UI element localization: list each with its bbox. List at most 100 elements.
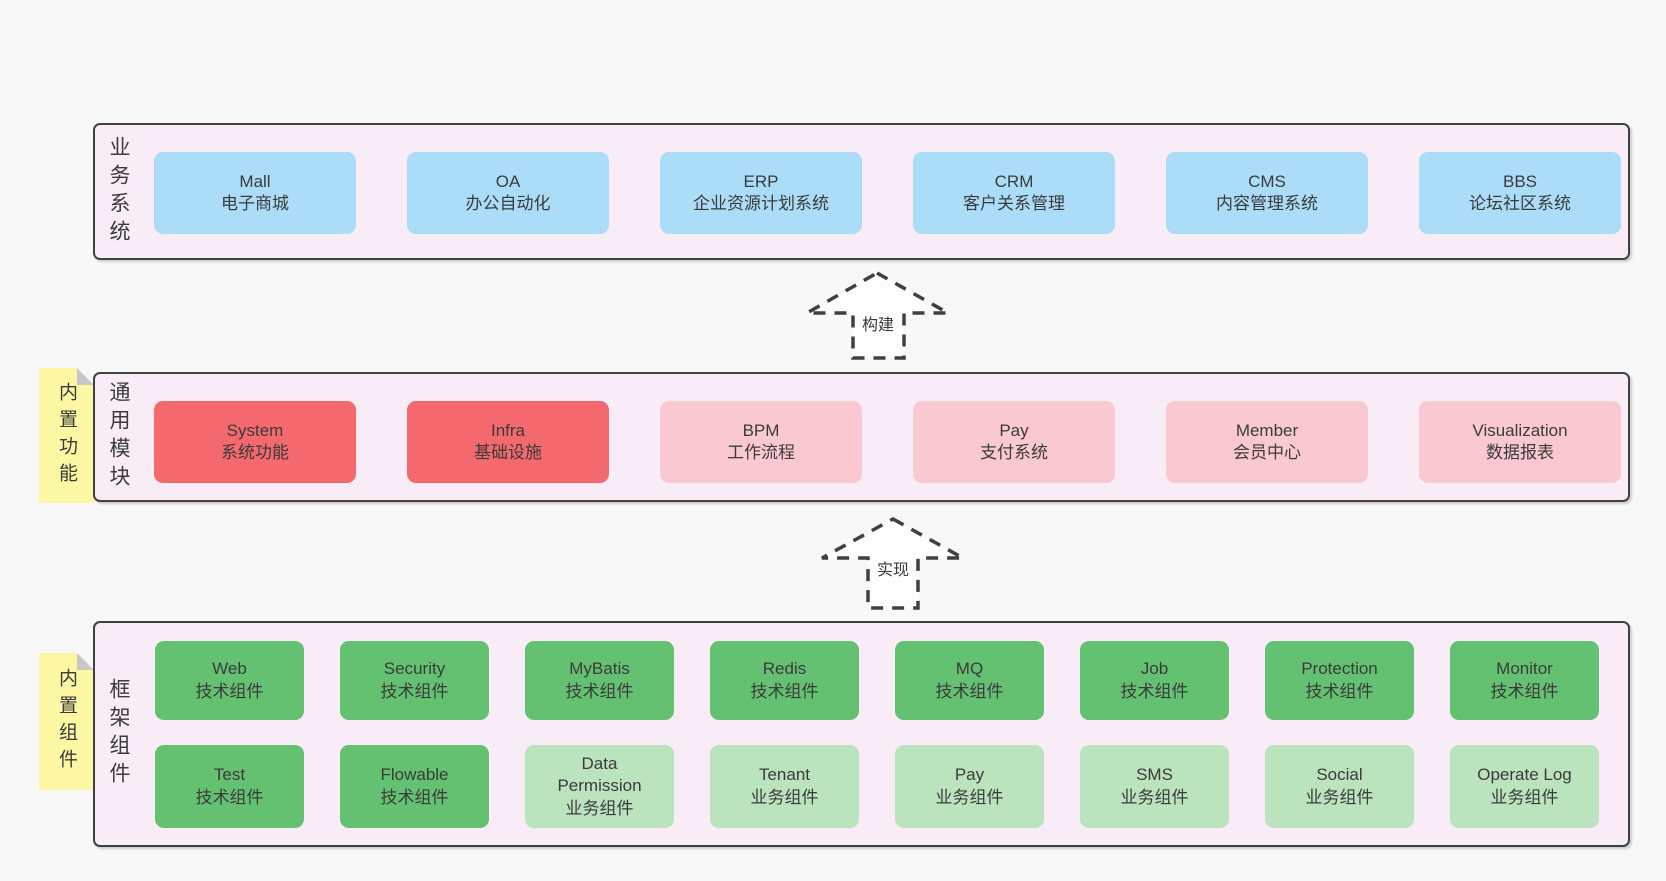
box-title: Job xyxy=(1140,659,1169,679)
box-subtitle: 业务组件 xyxy=(565,798,634,818)
box-subtitle: 支付系统 xyxy=(980,443,1048,462)
box-subtitle: 技术组件 xyxy=(380,787,449,807)
box-subtitle: 电子商城 xyxy=(221,194,289,213)
box-title: BPM xyxy=(742,420,780,440)
section-label: 通用模块 xyxy=(107,381,130,493)
common-modules-row: System 系统功能 Infra 基础设施 BPM 工作流程 Pay 支付系统… xyxy=(154,401,1621,483)
box-title: SMS xyxy=(1136,765,1173,785)
box-job: Job 技术组件 xyxy=(1080,641,1229,720)
box-cms: CMS 内容管理系统 xyxy=(1166,152,1368,234)
box-mybatis: MyBatis 技术组件 xyxy=(525,641,674,720)
box-subtitle: 企业资源计划系统 xyxy=(693,194,829,213)
box-title: CMS xyxy=(1248,171,1286,191)
box-subtitle: 技术组件 xyxy=(380,681,449,701)
box-social: Social 业务组件 xyxy=(1265,745,1414,828)
framework-components-row-1: Web 技术组件 Security 技术组件 MyBatis 技术组件 Redi… xyxy=(155,641,1599,720)
box-pay-component: Pay 业务组件 xyxy=(895,745,1044,828)
box-title: Infra xyxy=(490,420,526,440)
box-title: OA xyxy=(495,171,521,191)
box-bbs: BBS 论坛社区系统 xyxy=(1419,152,1621,234)
box-title: Social xyxy=(1316,765,1363,785)
box-title: Member xyxy=(1235,420,1299,440)
box-operate-log: Operate Log 业务组件 xyxy=(1450,745,1599,828)
box-subtitle: 业务组件 xyxy=(1490,787,1559,807)
box-member: Member 会员中心 xyxy=(1166,401,1368,483)
box-monitor: Monitor 技术组件 xyxy=(1450,641,1599,720)
box-test: Test 技术组件 xyxy=(155,745,304,828)
box-subtitle: 业务组件 xyxy=(935,787,1004,807)
box-subtitle: 会员中心 xyxy=(1233,443,1301,462)
box-subtitle: 工作流程 xyxy=(727,443,795,462)
sticky-note-label: 内置功能 xyxy=(56,381,77,490)
box-title: ERP xyxy=(743,171,779,191)
box-subtitle: 业务组件 xyxy=(1120,787,1189,807)
box-tenant: Tenant 业务组件 xyxy=(710,745,859,828)
box-crm: CRM 客户关系管理 xyxy=(913,152,1115,234)
box-system: System 系统功能 xyxy=(154,401,356,483)
box-subtitle: 技术组件 xyxy=(1490,681,1559,701)
box-mq: MQ 技术组件 xyxy=(895,641,1044,720)
business-systems-row: Mall 电子商城 OA 办公自动化 ERP 企业资源计划系统 CRM 客户关系… xyxy=(154,152,1621,234)
sticky-note-builtin-components: 内置组件 xyxy=(39,653,94,790)
box-title: System xyxy=(226,420,284,440)
box-subtitle: 业务组件 xyxy=(750,787,819,807)
sticky-note-builtin-features: 内置功能 xyxy=(39,368,94,503)
box-subtitle: 业务组件 xyxy=(1305,787,1374,807)
box-subtitle: 技术组件 xyxy=(565,681,634,701)
section-label: 业务系统 xyxy=(107,135,130,248)
section-framework-components: 框架组件 Web 技术组件 Security 技术组件 MyBatis 技术组件… xyxy=(93,621,1630,847)
box-title: Security xyxy=(383,659,446,679)
box-subtitle: 技术组件 xyxy=(1305,681,1374,701)
box-visualization: Visualization 数据报表 xyxy=(1419,401,1621,483)
box-title: Pay xyxy=(999,420,1029,440)
section-label: 框架组件 xyxy=(107,678,130,790)
box-pay: Pay 支付系统 xyxy=(913,401,1115,483)
box-title: CRM xyxy=(994,171,1034,191)
box-title: Web xyxy=(212,659,247,679)
box-subtitle: 数据报表 xyxy=(1486,443,1554,462)
box-title: Data Permission xyxy=(557,754,642,796)
box-bpm: BPM 工作流程 xyxy=(660,401,862,483)
box-redis: Redis 技术组件 xyxy=(710,641,859,720)
section-business-systems: 业务系统 Mall 电子商城 OA 办公自动化 ERP 企业资源计划系统 CRM… xyxy=(93,123,1630,260)
box-subtitle: 技术组件 xyxy=(195,681,264,701)
box-title: Redis xyxy=(762,659,807,679)
box-title: Mall xyxy=(239,171,271,191)
box-title: Operate Log xyxy=(1477,765,1572,785)
box-subtitle: 技术组件 xyxy=(935,681,1004,701)
box-title: Test xyxy=(213,765,246,785)
box-erp: ERP 企业资源计划系统 xyxy=(660,152,862,234)
arrow-label: 实现 xyxy=(872,555,914,581)
box-security: Security 技术组件 xyxy=(340,641,489,720)
box-infra: Infra 基础设施 xyxy=(407,401,609,483)
box-subtitle: 办公自动化 xyxy=(465,194,551,213)
arrow-label: 构建 xyxy=(857,310,899,336)
sticky-note-label: 内置组件 xyxy=(56,667,77,776)
box-subtitle: 客户关系管理 xyxy=(963,194,1065,213)
arrow-implement: 实现 xyxy=(815,512,970,615)
box-subtitle: 技术组件 xyxy=(1120,681,1189,701)
box-subtitle: 技术组件 xyxy=(195,787,264,807)
box-flowable: Flowable 技术组件 xyxy=(340,745,489,828)
box-subtitle: 内容管理系统 xyxy=(1216,194,1318,213)
framework-components-row-2: Test 技术组件 Flowable 技术组件 Data Permission … xyxy=(155,745,1599,828)
arrow-build: 构建 xyxy=(800,266,955,366)
box-title: BBS xyxy=(1502,171,1538,191)
box-subtitle: 系统功能 xyxy=(221,443,289,462)
box-title: Tenant xyxy=(758,765,811,785)
fold-corner-icon xyxy=(77,368,94,385)
box-data-permission: Data Permission 业务组件 xyxy=(525,745,674,828)
fold-corner-icon xyxy=(77,653,94,670)
box-sms: SMS 业务组件 xyxy=(1080,745,1229,828)
box-subtitle: 技术组件 xyxy=(750,681,819,701)
box-title: Visualization xyxy=(1472,420,1568,440)
box-title: MyBatis xyxy=(569,659,630,679)
box-title: Pay xyxy=(954,765,985,785)
box-oa: OA 办公自动化 xyxy=(407,152,609,234)
section-common-modules: 通用模块 System 系统功能 Infra 基础设施 BPM 工作流程 Pay… xyxy=(93,372,1630,502)
box-title: Monitor xyxy=(1496,659,1553,679)
box-web: Web 技术组件 xyxy=(155,641,304,720)
box-mall: Mall 电子商城 xyxy=(154,152,356,234)
box-subtitle: 论坛社区系统 xyxy=(1469,194,1571,213)
